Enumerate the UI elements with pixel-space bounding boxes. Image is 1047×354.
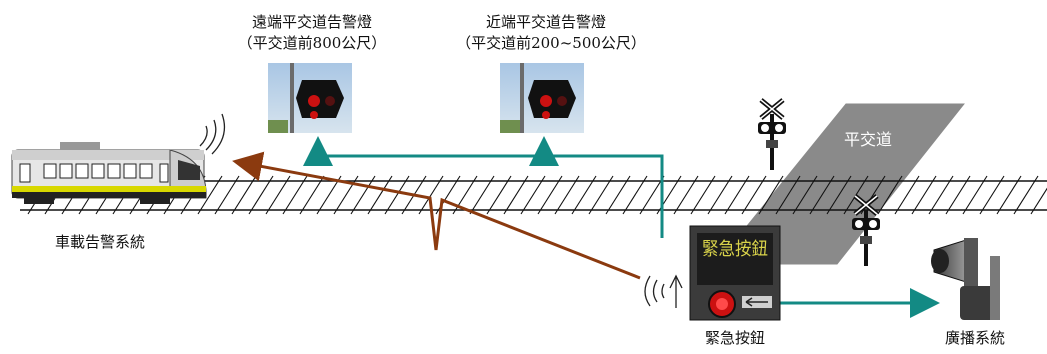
track-tie: [248, 175, 274, 215]
track-tie: [214, 175, 240, 215]
track-tie: [452, 175, 478, 215]
crossing-label: 平交道: [843, 130, 892, 149]
track-tie: [350, 175, 376, 215]
track-tie: [928, 175, 954, 215]
train-icon: [11, 142, 207, 204]
track-tie: [503, 175, 529, 215]
track-tie: [418, 175, 444, 215]
level-crossing: [708, 100, 972, 268]
emergency-panel-text: 緊急按鈕: [702, 239, 768, 260]
track-tie: [690, 175, 716, 215]
emergency-button-panel-icon: [689, 225, 781, 321]
track-tie: [197, 175, 223, 215]
track-tie: [367, 175, 393, 215]
track-tie: [724, 175, 750, 215]
track-tie: [741, 175, 767, 215]
antenna-icon: [644, 274, 683, 308]
track-tie: [1030, 187, 1047, 215]
emergency-button-label: 緊急按鈕: [704, 329, 765, 347]
track-tie: [605, 175, 631, 215]
track-tie: [775, 175, 801, 215]
track-tie: [962, 175, 988, 215]
track-tie: [911, 175, 937, 215]
train-label: 車載告警系統: [54, 233, 145, 251]
track-tie: [316, 175, 342, 215]
track-tie: [758, 175, 784, 215]
track-tie: [299, 175, 325, 215]
track-tie: [639, 175, 665, 215]
radio-link: [232, 151, 641, 280]
track-tie: [469, 175, 495, 215]
near-signal-light-icon: [500, 63, 584, 133]
track-tie: [673, 175, 699, 215]
track-tie: [622, 175, 648, 215]
far-signal-title: 遠端平交道告警燈: [251, 13, 372, 31]
track-tie: [996, 175, 1022, 215]
crossbuck-icon: [758, 98, 786, 170]
track-tie: [520, 175, 546, 215]
track-tie: [707, 175, 733, 215]
track-tie: [571, 175, 597, 215]
track-tie: [588, 175, 614, 215]
train-radio-waves: [199, 113, 226, 155]
track-tie: [945, 175, 971, 215]
broadcast-label: 廣播系統: [944, 329, 1005, 347]
track-tie: [384, 175, 410, 215]
track-tie: [537, 175, 563, 215]
track-tie: [265, 175, 291, 215]
track-tie: [554, 175, 580, 215]
track-tie: [792, 175, 818, 215]
track-tie: [826, 175, 852, 215]
track-tie: [894, 175, 920, 215]
loudspeaker-icon: [931, 238, 1000, 320]
far-signal-subtitle: （平交道前800公尺）: [237, 34, 387, 52]
near-signal-title: 近端平交道告警燈: [485, 13, 606, 31]
track-tie: [282, 175, 308, 215]
track-tie: [979, 175, 1005, 215]
track-tie: [877, 175, 903, 215]
far-signal-light-icon: [268, 63, 352, 133]
wired-link: [303, 136, 940, 318]
track-tie: [1013, 175, 1039, 215]
near-signal-subtitle: （平交道前200~500公尺）: [456, 34, 646, 52]
track-tie: [809, 175, 835, 215]
crossbuck-icon: [852, 194, 880, 266]
track-tie: [486, 175, 512, 215]
track-tie: [231, 175, 257, 215]
